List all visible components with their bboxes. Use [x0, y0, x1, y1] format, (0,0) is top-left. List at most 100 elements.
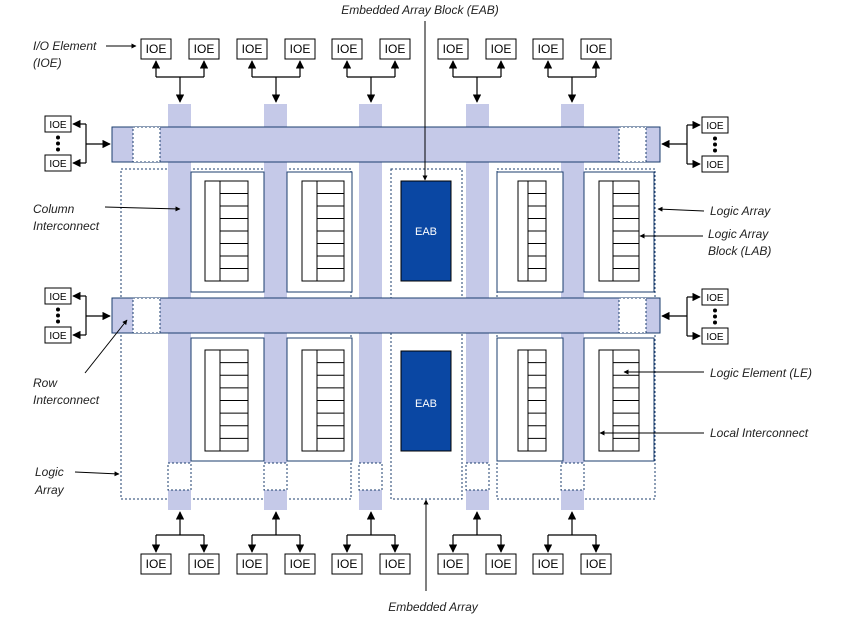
ioe-box: IOE: [437, 553, 469, 575]
ioe-label: IOE: [146, 557, 167, 571]
eab-block: [400, 180, 452, 282]
ioe-connector-side: [661, 292, 701, 341]
ioe-label: IOE: [538, 557, 559, 571]
ioe-connector-bottom: [151, 511, 209, 553]
ioe-connector-top: [247, 60, 305, 103]
label-lab-2: Block (LAB): [708, 244, 771, 258]
ioe-box: IOE: [701, 116, 729, 134]
ellipsis-dot: [56, 147, 60, 152]
ioe-box: IOE: [284, 553, 316, 575]
label-row-2: Interconnect: [33, 393, 100, 407]
ioe-box: IOE: [236, 553, 268, 575]
ioe-box: IOE: [580, 38, 612, 60]
label-ioe-2: (IOE): [33, 56, 62, 70]
ioe-label: IOE: [49, 120, 67, 131]
ellipsis-dot: [713, 308, 717, 313]
ioe-box: IOE: [331, 38, 363, 60]
ioe-box: IOE: [188, 38, 220, 60]
eab-label: EAB: [415, 226, 437, 238]
label-column-1: Column: [33, 202, 75, 216]
leader-logic-array-left: [74, 471, 120, 477]
ellipsis-dot: [713, 148, 717, 153]
label-logic-array-left-1: Logic: [35, 465, 64, 479]
le-stack: [598, 349, 640, 452]
ioe-connector-side: [661, 120, 701, 169]
ioe-label: IOE: [385, 557, 406, 571]
ioe-label: IOE: [706, 121, 724, 132]
logic-array-outlines: [120, 168, 656, 500]
embedded-array-outline: [390, 168, 463, 500]
ioe-label: IOE: [443, 557, 464, 571]
row-interconnect: [111, 297, 661, 334]
ioe-connector-side: [72, 291, 111, 340]
ellipsis-dot: [713, 142, 717, 147]
ellipsis-dot: [56, 135, 60, 140]
ioe-label: IOE: [242, 42, 263, 56]
ioe-box: IOE: [580, 553, 612, 575]
ioe-label: IOE: [337, 42, 358, 56]
ioe-box: IOE: [379, 38, 411, 60]
le-stack: [301, 349, 345, 452]
ioe-box: IOE: [701, 155, 729, 173]
ioe-box: IOE: [140, 553, 172, 575]
ioe-box: IOE: [532, 38, 564, 60]
ellipsis-dot: [713, 136, 717, 141]
le-stack: [301, 180, 345, 282]
ioe-row-bottom: IOE IOE IOE IOE IOE IOE IOE IOE IOE IOE: [140, 511, 612, 575]
ioe-label: IOE: [443, 42, 464, 56]
ioe-label: IOE: [706, 332, 724, 343]
ioe-connector-top: [543, 60, 601, 103]
leader-column: [104, 206, 181, 212]
ioe-connector-bottom: [448, 511, 506, 553]
label-le: Logic Element (LE): [710, 366, 812, 380]
ellipsis-dot: [56, 313, 60, 318]
ioe-box: IOE: [284, 38, 316, 60]
leader-arrows: [74, 21, 705, 591]
label-local-interconnect: Local Interconnect: [710, 426, 809, 440]
le-stack: [598, 180, 640, 282]
ioe-connector-top: [448, 60, 506, 103]
ioe-box: IOE: [379, 553, 411, 575]
ioe-label: IOE: [706, 293, 724, 304]
label-logic-array-right: Logic Array: [710, 204, 771, 218]
le-stack: [517, 180, 547, 282]
ioe-label: IOE: [491, 557, 512, 571]
row-interconnects: [111, 126, 661, 334]
ioe-connector-side: [72, 119, 111, 168]
ioe-label: IOE: [586, 557, 607, 571]
ioe-box: IOE: [532, 553, 564, 575]
diagram-labels: Embedded Array Block (EAB) I/O Element (…: [33, 3, 812, 614]
ioe-label: IOE: [49, 292, 67, 303]
ioe-connector-top: [342, 60, 400, 103]
ioe-label: IOE: [49, 159, 67, 170]
ioe-box: IOE: [331, 553, 363, 575]
leader-logic-array-right: [657, 206, 705, 212]
label-row-1: Row: [33, 376, 58, 390]
logic-element-stacks: [204, 180, 640, 452]
ioe-connector-bottom: [247, 511, 305, 553]
label-eab-top: Embedded Array Block (EAB): [341, 3, 499, 17]
ioe-box: IOE: [44, 326, 72, 344]
ioe-connector-top: [151, 60, 209, 103]
ioe-connector-bottom: [342, 511, 400, 553]
ioe-box: IOE: [44, 287, 72, 305]
ioe-row-top: IOE IOE IOE IOE IOE IOE IOE IOE IOE IOE: [140, 38, 612, 103]
ellipsis-dot: [56, 141, 60, 146]
ioe-label: IOE: [538, 42, 559, 56]
ioe-label: IOE: [491, 42, 512, 56]
eab-block: [400, 350, 452, 452]
label-ioe-1: I/O Element: [33, 39, 97, 53]
le-stack: [204, 349, 249, 452]
ioe-box: IOE: [188, 553, 220, 575]
ioe-box: IOE: [44, 154, 72, 172]
ioe-label: IOE: [146, 42, 167, 56]
ellipsis-dot: [713, 314, 717, 319]
eab-blocks: EAB EAB: [400, 180, 452, 452]
ioe-label: IOE: [337, 557, 358, 571]
row-interconnect: [111, 126, 661, 163]
ioe-box: IOE: [701, 327, 729, 345]
ellipsis-dot: [56, 319, 60, 324]
ioe-connector-bottom: [543, 511, 601, 553]
ellipsis-dot: [713, 320, 717, 325]
ellipsis-dot: [56, 307, 60, 312]
